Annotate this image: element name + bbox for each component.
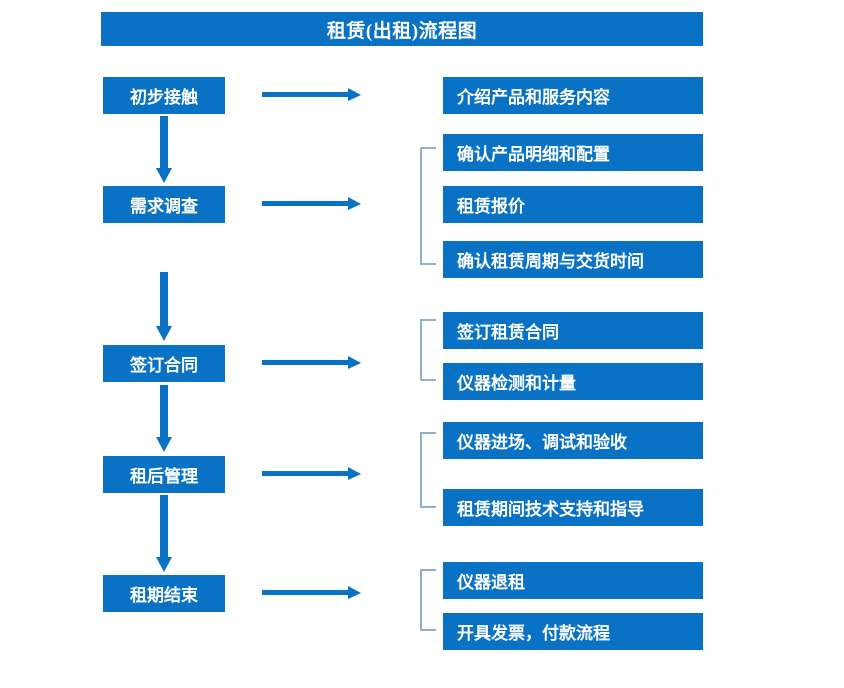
detail-box-6[interactable]: 仪器检测和计量 [443, 363, 703, 400]
detail-box-9[interactable]: 仪器退租 [443, 562, 703, 599]
vertical-arrow-4 [155, 495, 173, 573]
horizontal-arrow-5 [262, 586, 362, 600]
stage-box-5[interactable]: 租期结束 [103, 575, 225, 612]
group-bracket-3 [420, 432, 436, 508]
group-bracket-2 [420, 319, 436, 381]
vertical-arrow-1 [155, 116, 173, 184]
detail-box-5[interactable]: 签订租赁合同 [443, 312, 703, 349]
group-bracket-1 [420, 147, 436, 265]
horizontal-arrow-1 [262, 88, 362, 102]
vertical-arrow-3 [155, 385, 173, 453]
horizontal-arrow-2 [262, 197, 362, 211]
vertical-arrow-2 [155, 272, 173, 342]
page-title: 租赁(出租)流程图 [101, 12, 703, 46]
detail-box-7[interactable]: 仪器进场、调试和验收 [443, 422, 703, 459]
detail-box-3[interactable]: 租赁报价 [443, 186, 703, 223]
horizontal-arrow-3 [262, 356, 362, 370]
stage-box-3[interactable]: 签订合同 [103, 345, 225, 382]
stage-box-1[interactable]: 初步接触 [103, 77, 225, 114]
stage-box-4[interactable]: 租后管理 [103, 456, 225, 493]
detail-box-1[interactable]: 介绍产品和服务内容 [443, 77, 703, 114]
stage-box-2[interactable]: 需求调查 [103, 186, 225, 223]
horizontal-arrow-4 [262, 467, 362, 481]
detail-box-4[interactable]: 确认租赁周期与交货时间 [443, 241, 703, 278]
detail-box-8[interactable]: 租赁期间技术支持和指导 [443, 489, 703, 526]
group-bracket-4 [420, 569, 436, 631]
detail-box-2[interactable]: 确认产品明细和配置 [443, 134, 703, 171]
detail-box-10[interactable]: 开具发票，付款流程 [443, 613, 703, 650]
